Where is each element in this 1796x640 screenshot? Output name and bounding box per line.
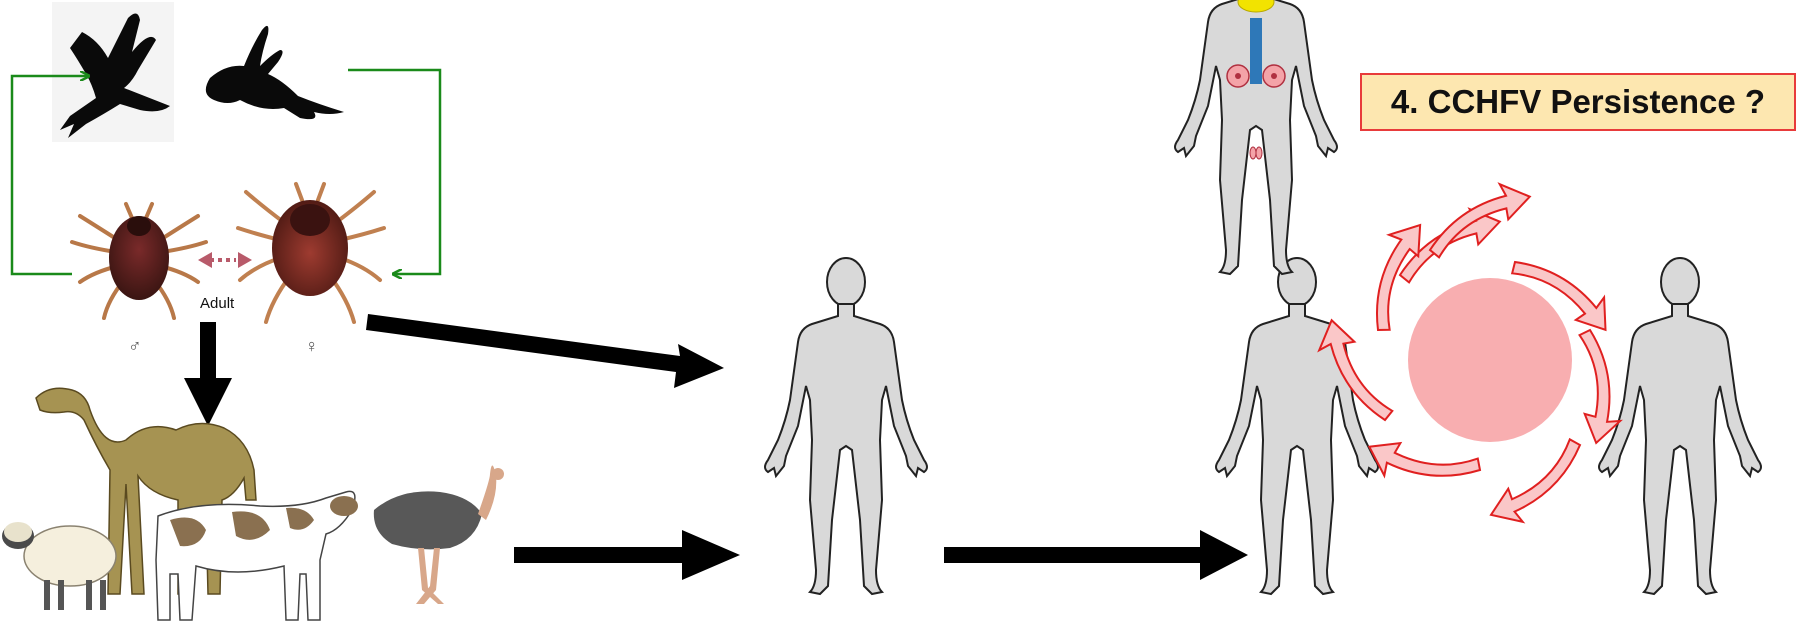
female-symbol: ♀ [305,336,319,357]
circular-arrows-icon [1311,176,1628,534]
human-figure-icon-3 [1599,258,1761,594]
hare-silhouette-icon [206,26,344,119]
female-tick-icon [238,184,384,322]
cow-icon [156,491,358,620]
tick-to-human-arrow [366,314,724,388]
human-to-human-arrow [944,530,1248,580]
mating-double-arrow [198,252,252,268]
persistence-label: 4. CCHFV Persistence ? [1391,83,1765,121]
human-figure-icon-2 [1216,258,1378,594]
tick-to-livestock-arrow [184,322,232,426]
eagle-silhouette-icon [52,2,174,142]
persistence-label-box: 4. CCHFV Persistence ? [1360,73,1796,131]
sheep-icon [2,522,116,610]
livestock-to-human-arrow [514,530,740,580]
male-tick-icon [72,204,206,318]
ostrich-icon [374,465,504,604]
human-figure-icon-1 [765,258,927,594]
adult-label: Adult [200,295,234,312]
male-symbol: ♂ [128,336,142,357]
tick-host-cycle-arrow-right [348,70,440,274]
